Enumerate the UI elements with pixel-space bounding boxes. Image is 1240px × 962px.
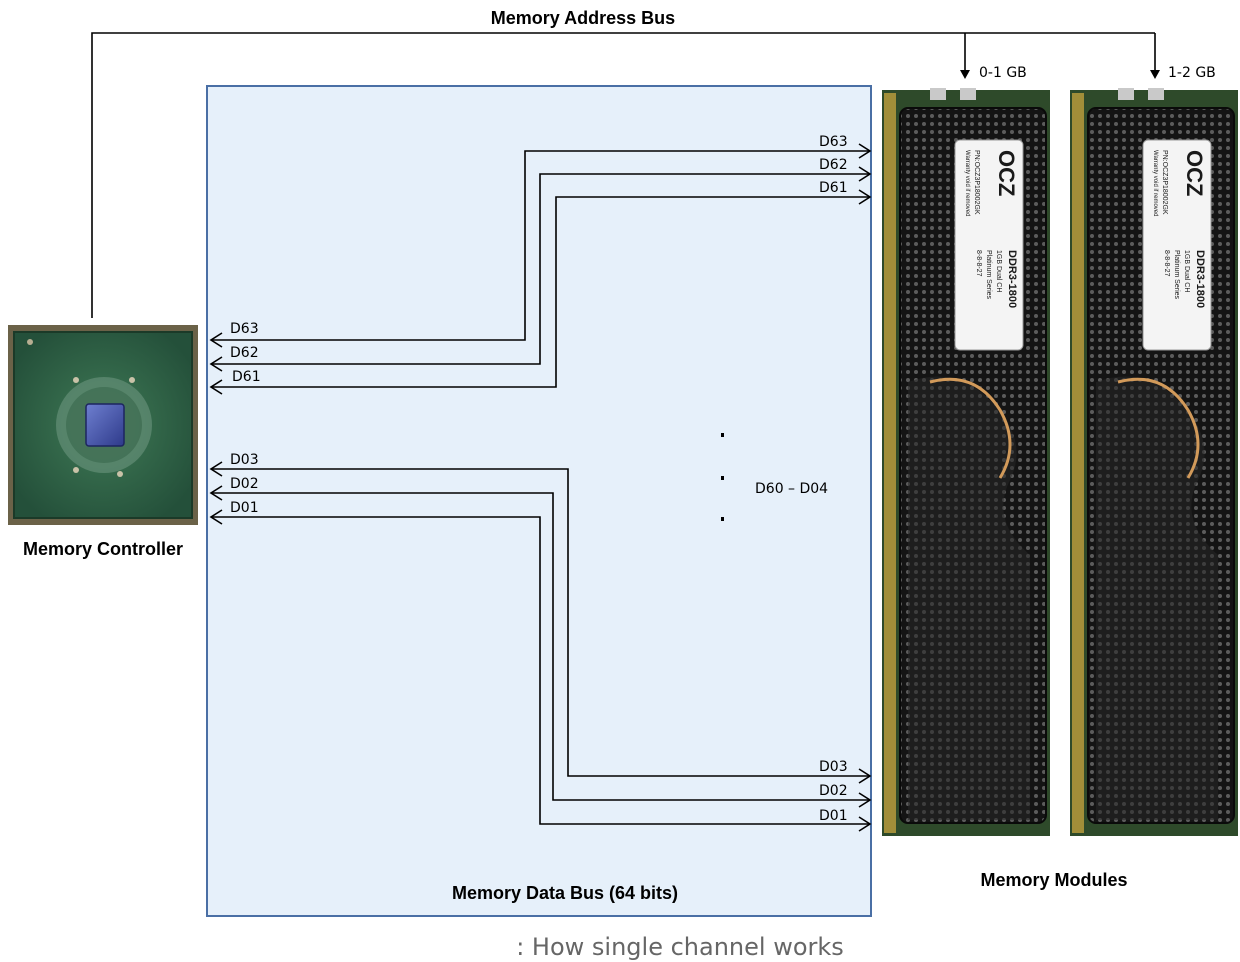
signal-label-left: D62 — [230, 345, 259, 361]
chip-marker — [73, 377, 79, 383]
signal-label-right: D61 — [819, 180, 848, 196]
data-bus-label: Memory Data Bus (64 bits) — [452, 883, 678, 903]
memory-module-1: OCZ PN:OCZ3P18002GK Warranty void if rem… — [882, 88, 1050, 836]
ram-clip — [930, 88, 946, 100]
memory-module-2: OCZ PN:OCZ3P18002GK Warranty void if rem… — [1070, 88, 1238, 836]
ram-warranty-note: Warranty void if removed — [964, 150, 970, 216]
signal-label-left: D02 — [230, 476, 259, 492]
ram-description: 1GB Dual CH — [995, 250, 1002, 292]
ram-timing: 8-8-8-27 — [975, 250, 982, 277]
chip-marker — [117, 471, 123, 477]
signal-label-right: D02 — [819, 783, 848, 799]
ellipsis-dot — [721, 433, 724, 437]
ram-edge-contacts — [884, 93, 896, 833]
data-bus: Memory Data Bus (64 bits) — [207, 86, 871, 916]
module-2-range: 1-2 GB — [1168, 65, 1216, 81]
signal-label-left: D01 — [230, 500, 259, 516]
ram-timing: 8-8-8-27 — [1163, 250, 1170, 277]
signal-label-right: D03 — [819, 759, 848, 775]
ram-description: 1GB Dual CH — [1183, 250, 1190, 292]
signal-label-left: D03 — [230, 452, 259, 468]
chip-corner-mark — [27, 339, 33, 345]
ram-brand-logo: OCZ — [994, 150, 1019, 196]
signal-label-left: D63 — [230, 321, 259, 337]
arrow-down-icon — [960, 70, 970, 79]
data-bus-box — [207, 86, 871, 916]
middle-signal-range: D60 – D04 — [755, 481, 828, 497]
ram-edge-contacts — [1072, 93, 1084, 833]
controller-label: Memory Controller — [23, 539, 183, 559]
ram-wave-decal — [1096, 376, 1218, 820]
ellipsis-dot — [721, 517, 724, 521]
ram-warranty-note: Warranty void if removed — [1152, 150, 1158, 216]
ram-model: DDR3-1800 — [1006, 250, 1018, 308]
memory-controller: Memory Controller — [8, 325, 198, 559]
signal-label-left: D61 — [232, 369, 261, 385]
signal-label-right: D01 — [819, 808, 848, 824]
ram-series: Platinum Series — [985, 250, 992, 300]
ram-part-number: PN:OCZ3P18002GK — [1161, 150, 1168, 215]
ram-clip — [1148, 88, 1164, 100]
signal-label-right: D62 — [819, 157, 848, 173]
ram-clip — [1118, 88, 1134, 100]
address-bus-label: Memory Address Bus — [491, 8, 675, 28]
chip-marker — [129, 377, 135, 383]
ram-series: Platinum Series — [1173, 250, 1180, 300]
ram-clip — [960, 88, 976, 100]
ram-part-number: PN:OCZ3P18002GK — [973, 150, 980, 215]
figure-caption: : How single channel works — [516, 933, 844, 961]
module-1-range: 0-1 GB — [979, 65, 1027, 81]
chip-die-icon — [86, 404, 124, 446]
ram-wave-decal — [908, 376, 1030, 820]
ellipsis-dot — [721, 476, 724, 480]
modules-label: Memory Modules — [980, 870, 1127, 890]
arrow-down-icon — [1150, 70, 1160, 79]
ram-brand-logo: OCZ — [1182, 150, 1207, 196]
chip-marker — [73, 467, 79, 473]
ram-model: DDR3-1800 — [1194, 250, 1206, 308]
signal-label-right: D63 — [819, 134, 848, 150]
